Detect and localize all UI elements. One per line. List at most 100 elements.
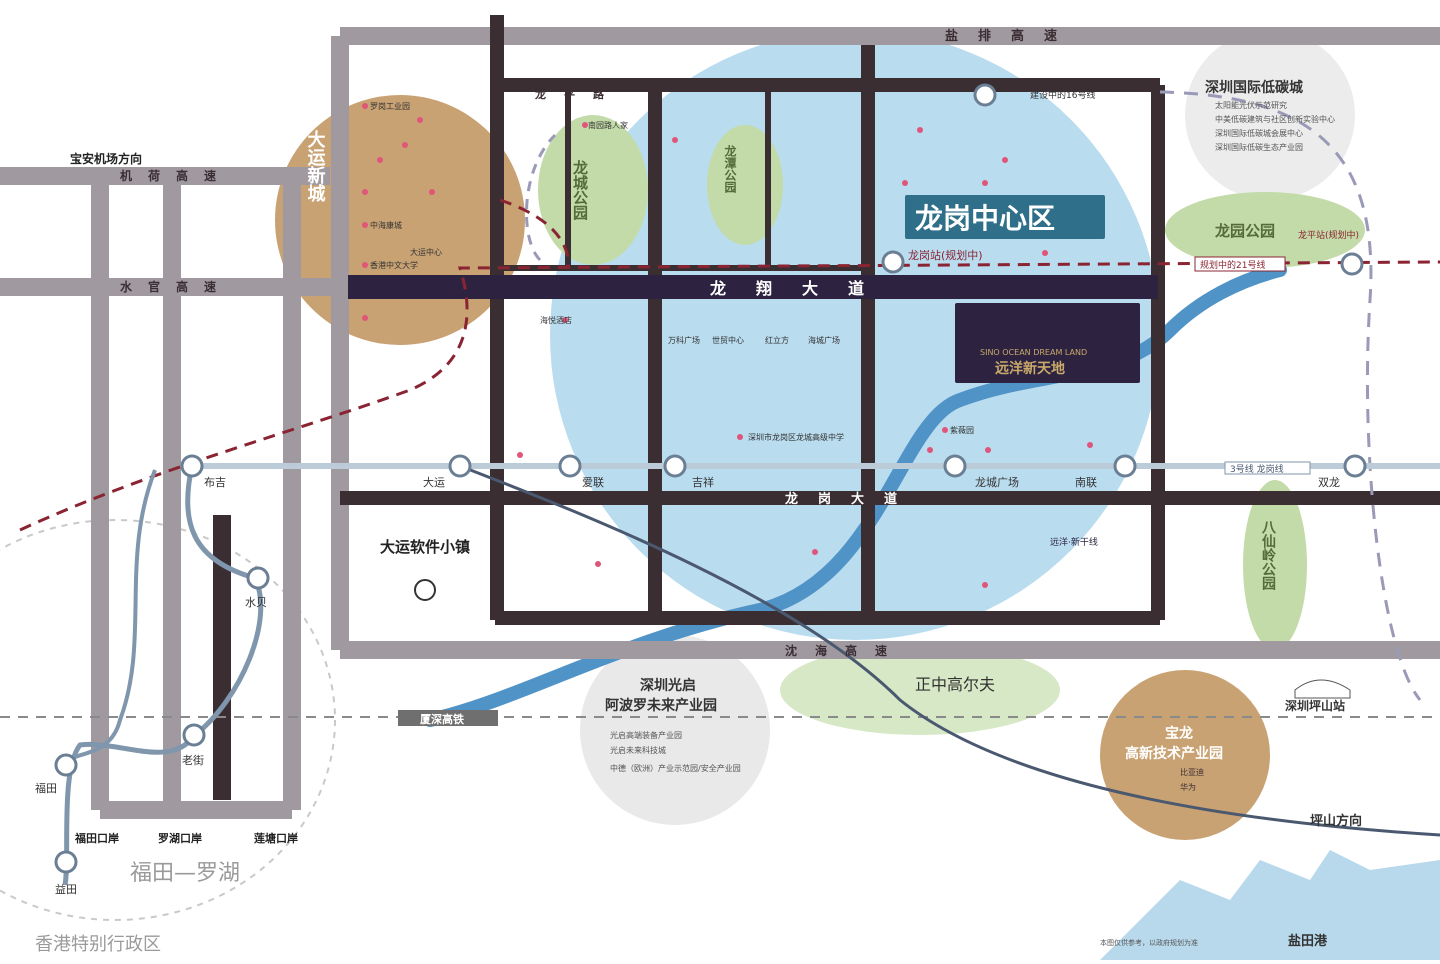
label-yitian: 益田 (55, 882, 77, 896)
longping-road-label: 龙平路 (534, 87, 622, 101)
label-shuibei: 水贝 (245, 596, 267, 609)
longgang-ave-label: 龙岗大道 (785, 491, 917, 507)
poi-labels: 罗岗工业园 大运中心 中海康城 香港中文大学 南园路人家 万科广场 世贸中心 红… (370, 101, 974, 442)
sea-area (1100, 850, 1440, 960)
station-ailian[interactable] (558, 454, 582, 478)
port-futian: 福田口岸 (74, 831, 119, 845)
low-carbon-title: 深圳国际低碳城 (1205, 79, 1303, 96)
station-jixiang[interactable] (663, 454, 687, 478)
project-box[interactable] (955, 303, 1140, 383)
station-shuibei[interactable] (246, 566, 270, 590)
low-carbon-item-2: 深圳国际低碳城会展中心 (1215, 128, 1303, 138)
station-16[interactable] (973, 83, 997, 107)
longping-station-label: 龙平站(规划中) (1298, 229, 1359, 241)
label-futian: 福田 (35, 781, 57, 795)
center-district-area (550, 30, 1160, 640)
low-carbon-item-1: 中美低碳建筑与社区创新实验中心 (1215, 114, 1335, 124)
project-name-en: SINO OCEAN DREAM LAND (980, 348, 1087, 357)
xiashen-label: 厦深高铁 (420, 712, 464, 726)
golf-label: 正中高尔夫 (915, 675, 995, 694)
apollo-items: 光启高端装备产业园 光启未来科技城 中德（欧洲）产业示范园/安全产业园 (610, 730, 741, 773)
station-labels: 布吉 大运 爱联 吉祥 龙城广场 南联 双龙 水贝 老街 福田 益田 (35, 475, 1340, 896)
purple-dash-2 (525, 133, 557, 262)
station-laojie[interactable] (182, 723, 206, 747)
apollo-title2: 阿波罗未来产业园 (605, 697, 717, 714)
center-district-label: 龙岗中心区 (915, 202, 1055, 235)
line3-label: 3号线 龙岗线 (1230, 463, 1284, 475)
port-liantang: 莲塘口岸 (254, 831, 298, 845)
poi-label-7: 红立方 (765, 335, 789, 345)
train-icon (1294, 679, 1351, 699)
pingshan-direction-line (459, 464, 1440, 837)
apollo-item-0: 光启高端装备产业园 (610, 730, 682, 740)
label-ailian: 爱联 (582, 476, 604, 489)
low-carbon-area (1185, 30, 1355, 200)
metro-line-16 (1159, 90, 1422, 701)
longgang-station-label: 龙岗站(规划中) (908, 248, 983, 262)
longyuan-park-label: 龙园公园 (1214, 222, 1275, 240)
shenhai-road-label: 沈海高速 (785, 643, 905, 658)
disclaimer: 本图仅供参考，以政府规划为准 (1100, 938, 1198, 947)
baoan-direction-label: 宝安机场方向 (70, 151, 142, 166)
xiashen-label-bg (398, 710, 498, 726)
poi-label-3: 香港中文大学 (370, 260, 418, 270)
poi-label-4: 南园路人家 (588, 120, 628, 130)
low-carbon-item-3: 深圳国际低碳生态产业园 (1215, 142, 1303, 152)
baolong-item-1: 华为 (1180, 782, 1196, 792)
poi-label-0: 罗岗工业园 (370, 101, 410, 111)
dayun-label: 大运新城 (305, 129, 326, 203)
station-yitian[interactable] (54, 850, 78, 874)
label-jixiang: 吉祥 (692, 475, 714, 489)
station-longping[interactable] (1340, 252, 1364, 276)
software-town-icon (414, 579, 436, 601)
baxianling-park (1243, 480, 1307, 650)
station-dayun[interactable] (448, 454, 472, 478)
low-carbon-item-0: 太阳能光伏示范研究 (1215, 100, 1287, 110)
station-longcheng[interactable] (943, 454, 967, 478)
line21-label-bg (1194, 256, 1286, 272)
label-longcheng: 龙城广场 (975, 475, 1019, 489)
metro-line-21 (19, 198, 1440, 532)
longxiang-road-label: 龙翔大道 (709, 279, 894, 298)
poi-label-9: 海悦酒店 (540, 315, 572, 325)
station-nanlian[interactable] (1113, 454, 1137, 478)
pingshan-direction-label: 坪山方向 (1310, 813, 1362, 829)
apollo-item-2: 中德（欧洲）产业示范园/安全产业园 (610, 763, 741, 773)
futian-luohu-label: 福田—罗湖 (130, 861, 240, 886)
baolong-title1: 宝龙 (1165, 725, 1193, 742)
poi-label-5: 万科广场 (668, 335, 700, 345)
shuiguan-road-label: 水官高速 (120, 279, 232, 294)
baolong-title2: 高新技术产业园 (1125, 745, 1223, 762)
yanpai-road-label: 盐排高速 (945, 28, 1077, 44)
poi-markers (362, 103, 1093, 588)
station-futian[interactable] (54, 753, 78, 777)
dayun-software-label: 大运软件小镇 (380, 538, 470, 556)
poi-label-8: 海城广场 (808, 335, 840, 345)
longtan-park-label: 龙潭公园 (723, 144, 737, 194)
poi-label-10: 深圳市龙岗区龙城高级中学 (748, 432, 844, 442)
station-shuanglong[interactable] (1343, 454, 1367, 478)
project-logo2: 远洋·新干线 (1050, 536, 1098, 548)
low-carbon-items: 太阳能光伏示范研究 中美低碳建筑与社区创新实验中心 深圳国际低碳城会展中心 深圳… (1215, 100, 1335, 152)
baxianling-park-label: 八仙岭公园 (1260, 520, 1277, 591)
dark-roads (340, 15, 1440, 625)
label-buji: 布吉 (204, 476, 226, 489)
futian-luohu-boundary (0, 519, 336, 921)
line16-label: 建设中的16号线 (1030, 89, 1095, 101)
pingshan-station-label: 深圳坪山站 (1285, 698, 1345, 713)
metro-stations (54, 83, 1367, 874)
metro-branch (63, 469, 157, 767)
poi-label-2: 中海康城 (370, 220, 402, 230)
station-buji[interactable] (180, 454, 204, 478)
label-shuanglong: 双龙 (1318, 476, 1340, 489)
apollo-area (580, 635, 770, 825)
baolong-item-0: 比亚迪 (1180, 767, 1204, 777)
station-longgang[interactable] (881, 250, 905, 274)
grey-roads (0, 27, 1440, 819)
poi-label-11: 紫薇园 (950, 425, 974, 435)
apollo-title1: 深圳光启 (640, 677, 696, 694)
line21-label: 规划中的21号线 (1200, 259, 1265, 271)
longyuan-park (1165, 192, 1365, 268)
project-name-cn: 远洋新天地 (995, 360, 1065, 377)
